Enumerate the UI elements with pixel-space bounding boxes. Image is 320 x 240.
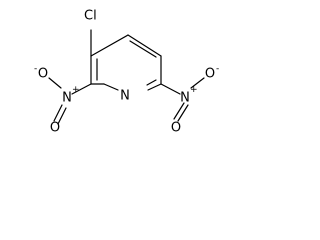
nitro-left-oxygen-bottom-label: O [50,121,60,136]
nitro-left-oxygen-top-label: O [38,67,48,82]
nitro-left-nitrogen-charge: + [72,85,80,95]
nitro-right-nitrogen-label: N [180,91,190,106]
nitro-right-oxygen-top-label: O [205,67,215,82]
bond-c4-n-ring-double [146,79,157,86]
bond-nitro-left-o-bottom [53,104,63,122]
nitro-left-nitrogen-label: N [62,91,72,106]
bond-nitro-left-o-bottom-double [57,107,67,125]
nitro-right-nitrogen-charge: + [190,85,198,95]
bond-c4-n-ring [147,83,162,91]
ring-nitrogen-label: N [120,89,130,104]
chlorine-label: Cl [84,9,97,24]
bond-nitro-right-o-bottom-double [173,102,185,120]
nitro-left-oxygen-top-charge: - [34,64,37,74]
bond-c4-nitro-right [160,83,181,95]
nitro-right-oxygen-top-charge: - [216,64,219,74]
chemical-structure-diagram: Cl N N + O - O N + O - O [34,9,219,136]
nitro-right-oxygen-bottom-label: O [171,121,181,136]
bond-c1-c2 [90,34,129,57]
bond-group [48,29,205,125]
bond-nitro-left-o-top [48,77,62,89]
bond-c2-c3-double [129,40,157,58]
bond-nitro-right-o-bottom [177,104,189,122]
bond-c6-nitro-left [71,83,92,95]
bond-n-ring-c6 [103,83,119,91]
bond-nitro-right-o-top [190,77,205,89]
bond-c2-c3 [127,34,162,57]
